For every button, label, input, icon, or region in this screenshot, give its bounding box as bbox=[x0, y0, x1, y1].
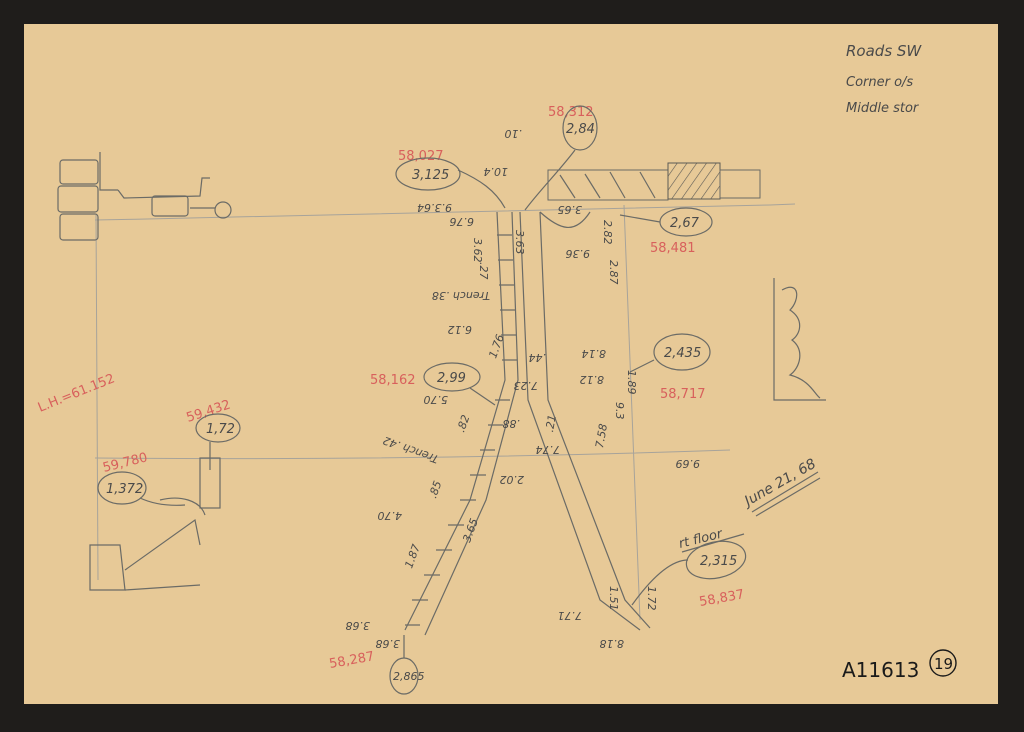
elevation-label: 58,162 bbox=[370, 373, 416, 388]
depth-value: 1,372 bbox=[106, 482, 143, 497]
elevation-label: 58,481 bbox=[650, 241, 696, 256]
measurement: 10.4 bbox=[484, 165, 509, 178]
circled-values: 3,125 2,84 2,67 2,99 2,435 1,72 1,372 2,… bbox=[97, 105, 747, 695]
measurement: 9.69 bbox=[676, 457, 701, 470]
header-note-line: Middle stor bbox=[846, 101, 920, 116]
measurement: 3.65 bbox=[558, 203, 583, 216]
wall-stones-top-left bbox=[57, 152, 232, 241]
header-note: Roads SW Corner o/s Middle stor bbox=[846, 42, 922, 116]
steps-lower-left bbox=[89, 457, 221, 591]
paper-sheet bbox=[24, 24, 998, 704]
measurement: .88 bbox=[503, 417, 521, 430]
depth-value: 2,435 bbox=[664, 346, 701, 361]
measurement: .44 bbox=[529, 351, 547, 364]
page-number: 19 bbox=[934, 655, 953, 673]
measurement: 6.12 bbox=[448, 323, 473, 336]
measurement: 1.51 bbox=[607, 586, 620, 611]
pit-wall-right bbox=[519, 211, 651, 631]
measurement: 4.70 bbox=[378, 509, 403, 522]
depth-value: 2,315 bbox=[700, 554, 737, 569]
measurement: 2.87 bbox=[607, 260, 620, 285]
measurement: .10 bbox=[505, 127, 523, 140]
catalog-number: A11613 bbox=[842, 658, 919, 682]
measurement: 3.68 bbox=[346, 619, 371, 632]
measurement: 7.74 bbox=[536, 443, 561, 456]
trench-label: Trench .38 bbox=[432, 289, 490, 302]
measurement: 1.89 bbox=[625, 370, 638, 395]
measurement: 9.3.64 bbox=[417, 201, 452, 214]
catalog-block: A11613 19 bbox=[842, 649, 957, 682]
header-note-line: Corner o/s bbox=[846, 75, 913, 90]
measurement: 3.63 bbox=[513, 230, 526, 255]
surface-strip bbox=[547, 162, 761, 201]
measurement: 1.72 bbox=[645, 586, 658, 611]
elevation-label: 58,027 bbox=[398, 149, 444, 164]
measurement: 7.23 bbox=[514, 379, 539, 392]
measurement: .21 bbox=[543, 414, 559, 433]
header-note-line: Roads SW bbox=[846, 42, 922, 60]
measurement: 6.76 bbox=[450, 215, 475, 228]
measurement: 2.02 bbox=[500, 473, 525, 486]
measurement: 7.58 bbox=[593, 423, 610, 449]
pencil-measurements: .10 10.4 9.3.64 6.76 3.62 3.63 3.65 2.82… bbox=[346, 127, 701, 650]
object-sketch-right bbox=[773, 278, 826, 401]
measurement: 9.36 bbox=[566, 247, 591, 260]
measurement: 8.12 bbox=[580, 373, 605, 386]
measurement: 8.14 bbox=[582, 347, 607, 360]
depth-value: 2,865 bbox=[393, 670, 425, 683]
elevation-label: 58,312 bbox=[548, 105, 594, 120]
measurement: .85 bbox=[426, 479, 444, 500]
measurement: 7.71 bbox=[558, 609, 583, 622]
depth-value: 1,72 bbox=[206, 422, 235, 437]
measurement: 5.70 bbox=[424, 393, 449, 406]
ladder-scale bbox=[404, 211, 519, 636]
measurement: 2.82 bbox=[601, 220, 614, 245]
elevation-label: 58,717 bbox=[660, 387, 706, 402]
measurement: .27 bbox=[477, 262, 490, 280]
measurement: 3.62 bbox=[471, 238, 484, 263]
depth-value: 2,84 bbox=[566, 122, 595, 137]
measurement: 9.3 bbox=[613, 402, 626, 420]
measurement: .82 bbox=[454, 413, 472, 434]
measurement: 3.68 bbox=[376, 637, 401, 650]
measurement: 8.18 bbox=[600, 637, 625, 650]
section-drawing bbox=[57, 152, 826, 636]
depth-value: 3,125 bbox=[412, 168, 449, 183]
depth-value: 2,99 bbox=[437, 371, 466, 386]
depth-value: 2,67 bbox=[670, 216, 700, 231]
